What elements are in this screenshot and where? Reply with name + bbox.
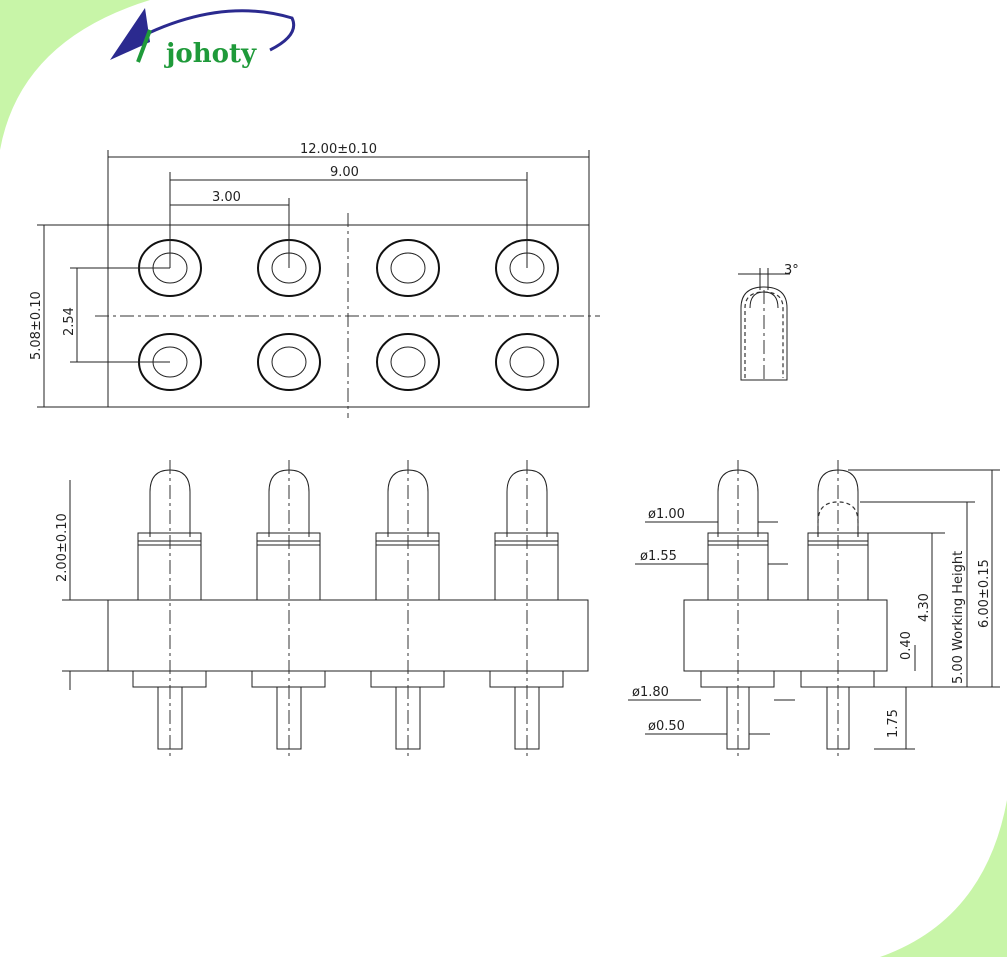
dim-height: 5.08±0.10 (29, 291, 44, 360)
top-left-corner-decoration (0, 0, 150, 150)
front-view: 2.00±0.10 (55, 460, 589, 760)
dim-pitch: 3.00 (212, 190, 241, 205)
dim-plunger-height: 2.00±0.10 (55, 513, 70, 582)
pin-hole (376, 239, 440, 297)
dim-row-pitch: 2.54 (62, 307, 77, 336)
pogo-pin (370, 460, 445, 760)
dim-barrel-dia: ø1.55 (640, 549, 677, 564)
brand-logo: johoty (110, 8, 296, 69)
front-view-housing (107, 599, 589, 672)
dim-plunger-dia: ø1.00 (648, 507, 685, 522)
dim-tail-length: 1.75 (886, 709, 901, 738)
logo-swoosh (124, 9, 296, 52)
logo-swoosh-green (136, 29, 152, 63)
dim-outer-pitch: 9.00 (330, 165, 359, 180)
logo-text: johoty (164, 39, 257, 69)
dim-tail-flange-dia: ø1.80 (632, 685, 669, 700)
side-pin-compressed (700, 460, 775, 760)
pogo-pin (489, 460, 564, 760)
dim-430: 4.30 (917, 593, 932, 622)
tip-detail: 3° (738, 263, 799, 382)
dim-overall-width: 12.00±0.10 (300, 142, 377, 157)
top-view: 12.00±0.10 9.00 3.00 5.08±0.10 2.54 (29, 142, 600, 418)
dim-tail-dia: ø0.50 (648, 719, 685, 734)
pin-hole (495, 333, 559, 391)
pogo-pin (132, 460, 207, 760)
logo-mark (110, 8, 150, 60)
side-view: ø1.00 ø1.55 ø1.80 ø0.50 4.30 0.40 5.00 W… (628, 460, 1000, 760)
dim-working-height: 5.00 Working Height (951, 551, 966, 684)
bottom-right-corner-decoration (880, 800, 1007, 957)
side-view-housing (683, 599, 888, 672)
dim-tip-angle: 3° (784, 263, 799, 278)
dim-overall-height: 6.00±0.15 (977, 559, 992, 628)
pin-hole (257, 333, 321, 391)
pin-hole (376, 333, 440, 391)
pogo-pin (251, 460, 326, 760)
side-pin-extended (800, 460, 875, 760)
dim-040: 0.40 (899, 631, 914, 660)
